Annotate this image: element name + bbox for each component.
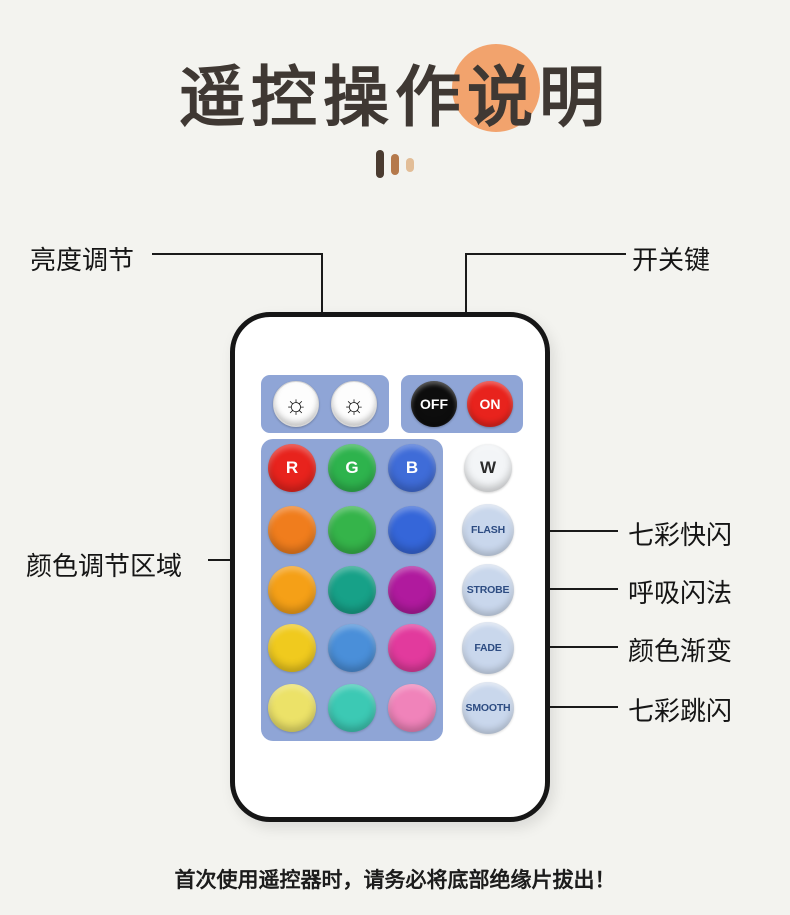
key-green: G [328, 444, 376, 492]
color-key [328, 684, 376, 732]
mode-button-smooth: SMOOTH [462, 682, 514, 734]
callout-brightness: 亮度调节 [30, 245, 135, 275]
brightness-panel: ☼ ☼ [261, 375, 389, 433]
title-decoration-bars [0, 150, 790, 178]
mode-button-fade: FADE [462, 622, 514, 674]
key-red: R [268, 444, 316, 492]
mode-button-flash: FLASH [462, 504, 514, 556]
off-button: OFF [411, 381, 457, 427]
callout-power: 开关键 [632, 245, 711, 275]
color-key [268, 506, 316, 554]
decoration-bar [406, 158, 414, 172]
color-key [268, 566, 316, 614]
on-button: ON [467, 381, 513, 427]
color-key [328, 566, 376, 614]
mode-button-strobe: STROBE [462, 564, 514, 616]
callout-smooth: 七彩跳闪 [628, 696, 733, 726]
key-white: W [464, 444, 512, 492]
power-panel: OFF ON [401, 375, 523, 433]
callout-flash: 七彩快闪 [628, 520, 733, 550]
title-accent-circle [452, 44, 540, 132]
color-key [328, 506, 376, 554]
decoration-bar [391, 154, 399, 175]
color-key [388, 624, 436, 672]
remote-control: ☼ ☼ OFF ON R G B W FLASH STROBE [230, 312, 550, 822]
callout-fade: 颜色渐变 [628, 636, 733, 666]
color-key [268, 624, 316, 672]
color-key [328, 624, 376, 672]
callout-strobe: 呼吸闪法 [628, 578, 733, 608]
key-blue: B [388, 444, 436, 492]
color-key [268, 684, 316, 732]
decoration-bar [376, 150, 384, 178]
brightness-up-icon: ☼ [284, 389, 308, 419]
brightness-down-icon: ☼ [342, 389, 366, 419]
brightness-up-button: ☼ [273, 381, 319, 427]
page-title: 遥控操作说明 [179, 60, 611, 134]
brightness-down-button: ☼ [331, 381, 377, 427]
footer-note: 首次使用遥控器时，请务必将底部绝缘片拔出！ [174, 869, 616, 892]
color-key [388, 566, 436, 614]
color-key [388, 684, 436, 732]
color-key [388, 506, 436, 554]
callout-color-area: 颜色调节区域 [26, 551, 183, 581]
